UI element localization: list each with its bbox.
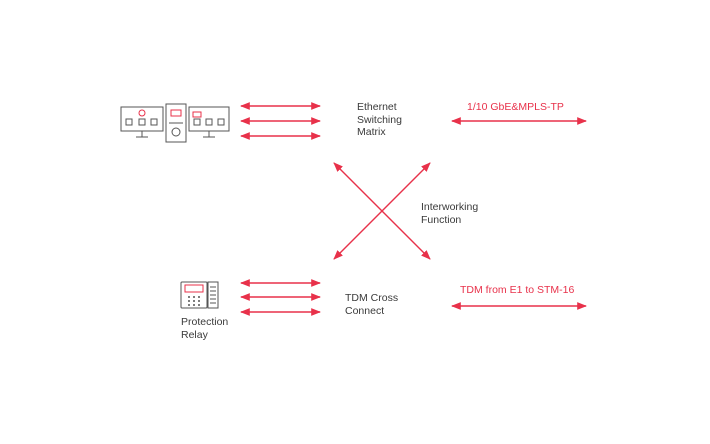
- computer-monitor-left-icon: [120, 106, 164, 138]
- interworking-function-label: Interworking Function: [421, 201, 479, 226]
- computer-monitor-right-icon: [188, 106, 230, 138]
- protection-relay-label: Protection Relay: [181, 316, 229, 341]
- equipment-icon-group: [120, 103, 230, 143]
- cross-arrow-b: [333, 162, 431, 260]
- ethernet-switching-matrix-label: Ethernet Switching Matrix: [357, 101, 402, 138]
- tdm-e1-stm16-label: TDM from E1 to STM-16: [460, 284, 575, 296]
- tdm-cross-connect-label: TDM Cross Connect: [345, 292, 399, 317]
- gbe-mpls-tp-label: 1/10 GbE&MPLS-TP: [467, 101, 564, 113]
- protection-relay-icon: [180, 281, 219, 309]
- server-tower-icon: [165, 103, 187, 143]
